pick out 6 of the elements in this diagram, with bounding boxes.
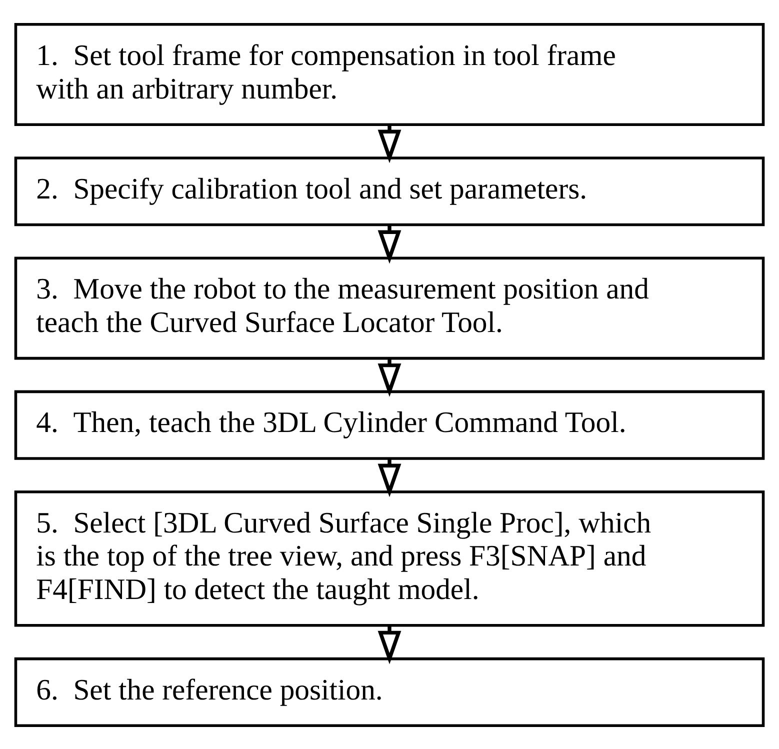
node-box: 1. Set tool frame for compensation in tool frame with an arbitrary number. — [14, 22, 765, 126]
node-box: 2. Specify calibration tool and set parameters. — [14, 156, 765, 226]
node-box: 3. Move the robot to the measurement position and teach the Curved Surface Locator Tool. — [14, 256, 765, 360]
node-box: 6. Set the reference position. — [14, 656, 765, 726]
node-box: 4. Then, teach the 3DL Cylinder Command Tool. — [14, 390, 765, 460]
node-box: 5. Select [3DL Curved Surface Single Proc], which is the top of the tree view, and press F3[SNAP] and F4[FIND] to detect the taught model. — [14, 490, 765, 626]
